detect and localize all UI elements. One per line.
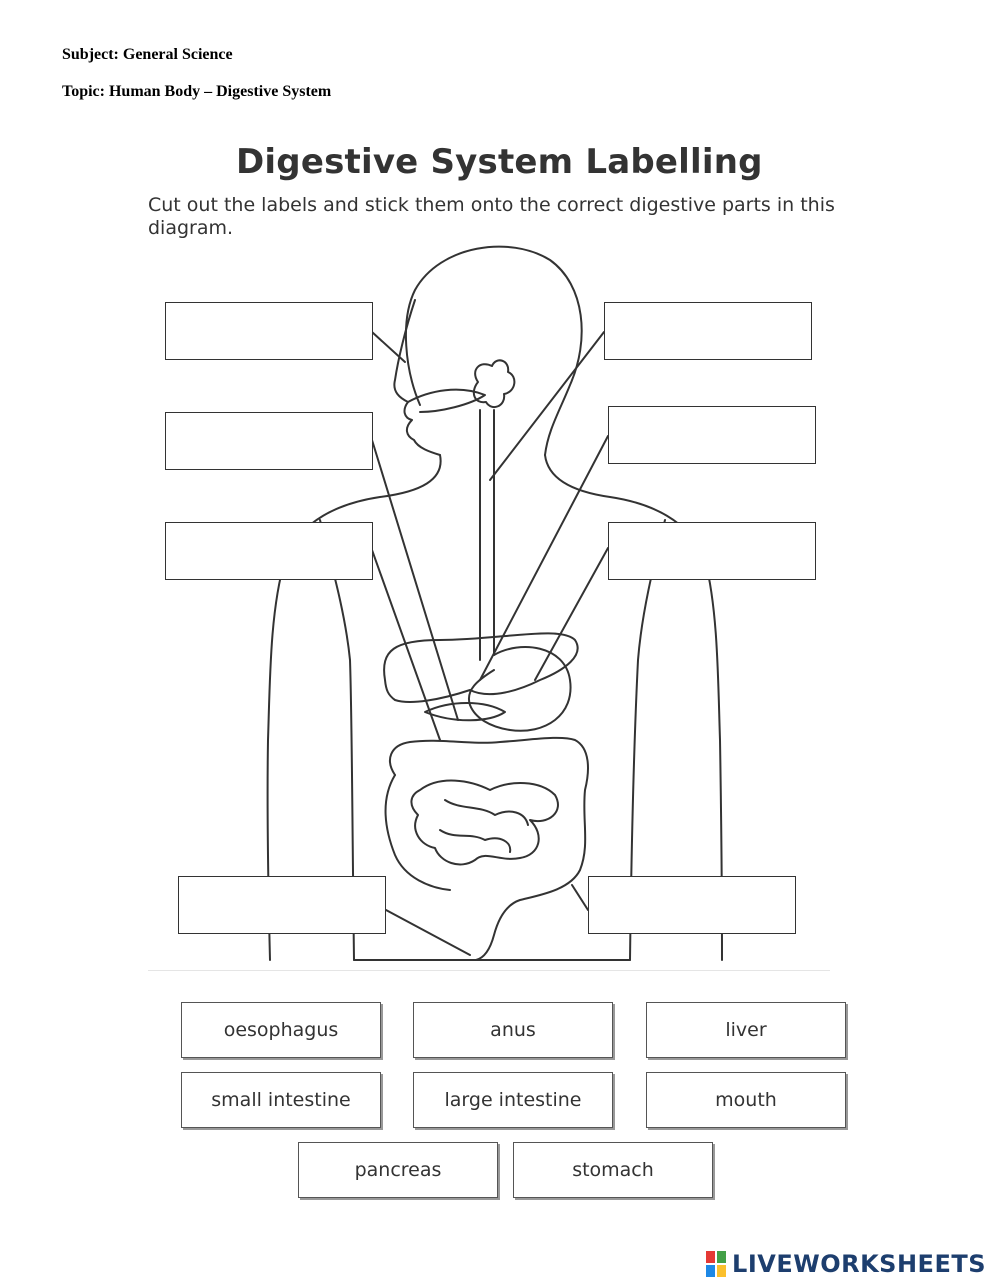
answer-box-left-2[interactable] xyxy=(165,412,373,470)
brand-logo: LIVEWORKSHEETS xyxy=(706,1250,986,1278)
label-card-anus[interactable]: anus xyxy=(413,1002,613,1058)
label-card-pancreas[interactable]: pancreas xyxy=(298,1142,498,1198)
face-profile xyxy=(393,299,441,456)
answer-box-bottom-right[interactable] xyxy=(588,876,796,934)
body-right xyxy=(544,454,723,961)
salivary-gland xyxy=(472,359,516,409)
label-card-small-intestine[interactable]: small intestine xyxy=(181,1072,381,1128)
head-outline xyxy=(404,245,583,456)
pancreas-shape xyxy=(424,702,506,722)
brand-name: LIVEWORKSHEETS xyxy=(732,1250,986,1278)
mouth-shape xyxy=(407,388,486,413)
stomach-shape xyxy=(467,646,572,732)
topic-line: Topic: Human Body – Digestive System xyxy=(62,83,332,100)
worksheet-title: Digestive System Labelling xyxy=(236,142,763,182)
label-card-mouth[interactable]: mouth xyxy=(646,1072,846,1128)
answer-box-right-3[interactable] xyxy=(608,522,816,580)
subject-line: Subject: General Science xyxy=(62,46,233,63)
large-intestine-left xyxy=(384,774,451,891)
worksheet-instructions: Cut out the labels and stick them onto t… xyxy=(148,194,835,239)
body-left xyxy=(266,454,442,961)
liver-shape xyxy=(383,632,579,703)
brand-mark-icon xyxy=(706,1251,727,1277)
answer-box-right-2[interactable] xyxy=(608,406,816,464)
answer-box-left-3[interactable] xyxy=(165,522,373,580)
label-card-stomach[interactable]: stomach xyxy=(513,1142,713,1198)
large-intestine-shape xyxy=(389,736,589,961)
leader-lines xyxy=(371,331,609,956)
label-card-large-intestine[interactable]: large intestine xyxy=(413,1072,613,1128)
label-card-oesophagus[interactable]: oesophagus xyxy=(181,1002,381,1058)
oesophagus-shape xyxy=(479,409,495,661)
label-card-liver[interactable]: liver xyxy=(646,1002,846,1058)
answer-box-right-1[interactable] xyxy=(604,302,812,360)
answer-box-left-1[interactable] xyxy=(165,302,373,360)
digestive-system-diagram xyxy=(266,245,723,961)
small-intestine-shape xyxy=(410,779,559,866)
answer-box-bottom-left[interactable] xyxy=(178,876,386,934)
divider xyxy=(148,970,830,971)
